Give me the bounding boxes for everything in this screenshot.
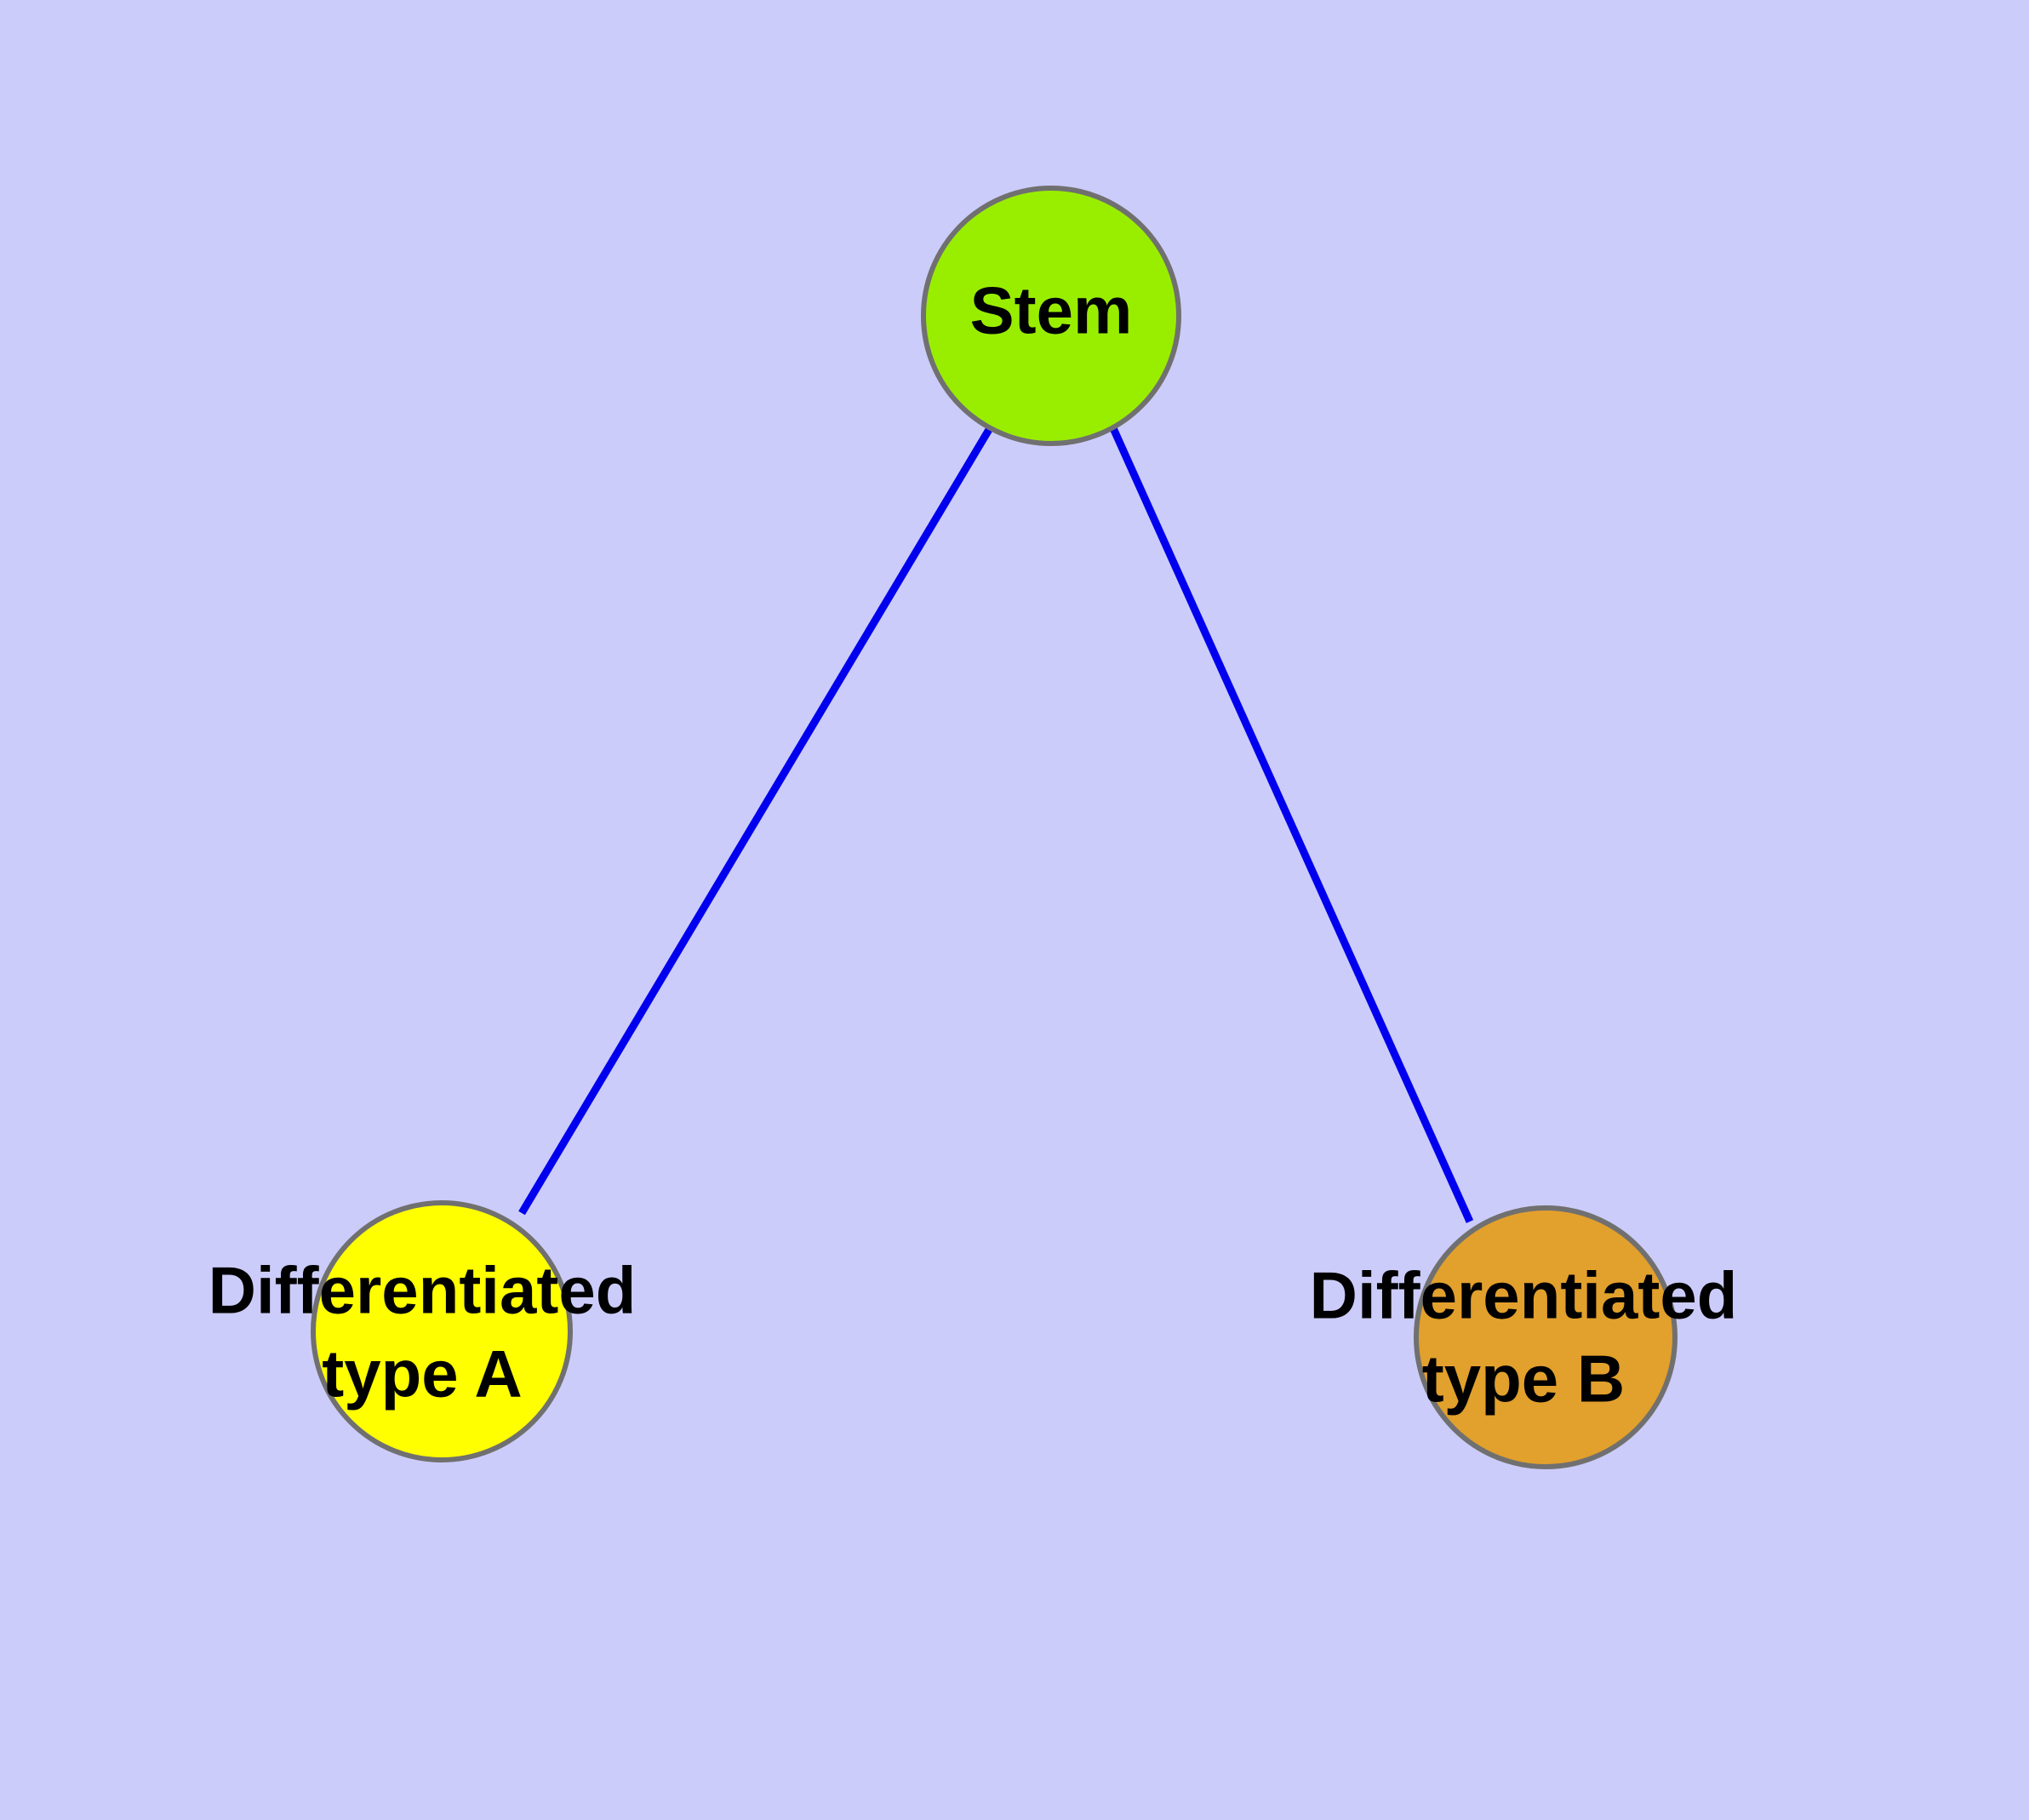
node-differentiated-type-a-label-line2: type A [322, 1336, 523, 1411]
node-layer: Stem Differentiated type A Differentiate… [209, 186, 1738, 1469]
node-differentiated-type-a[interactable]: Differentiated type A [209, 1200, 637, 1462]
edge-stem-to-differentiated-type-a[interactable] [518, 426, 993, 1216]
node-differentiated-type-a-circle[interactable] [311, 1200, 573, 1462]
node-differentiated-type-b[interactable]: Differentiated type B [1310, 1205, 1738, 1469]
edge-layer [518, 426, 1474, 1223]
node-differentiated-type-b-circle[interactable] [1414, 1205, 1677, 1469]
node-differentiated-type-a-label-line1: Differentiated [209, 1253, 637, 1328]
node-stem[interactable]: Stem [921, 186, 1181, 446]
node-differentiated-type-b-label-line1: Differentiated [1310, 1258, 1738, 1333]
edge-stem-to-differentiated-type-b[interactable] [1109, 426, 1474, 1223]
node-stem-label-line1: Stem [970, 273, 1133, 348]
node-stem-circle[interactable] [921, 186, 1181, 446]
node-differentiated-type-b-label-line2: type B [1422, 1342, 1625, 1417]
